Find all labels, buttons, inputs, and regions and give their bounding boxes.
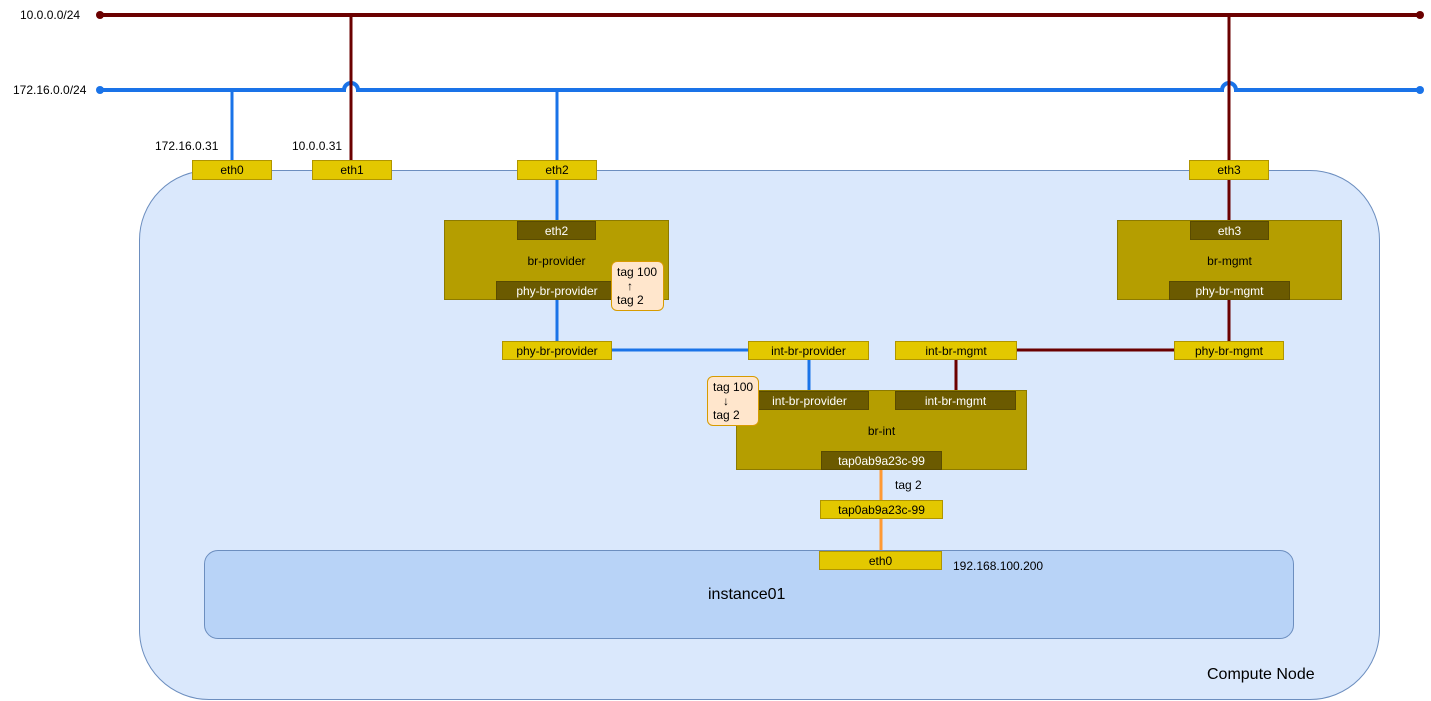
- br-provider-tag-note: tag 100 ↑ tag 2: [611, 261, 664, 311]
- instance-box[interactable]: [204, 550, 1294, 639]
- eth1-ip-label: 10.0.0.31: [292, 139, 343, 153]
- br-provider-tag-from: tag 100: [617, 265, 658, 279]
- compute-node-label: Compute Node: [1207, 666, 1315, 683]
- br-int-tag-from: tag 100: [713, 380, 754, 394]
- down-arrow-icon: ↓: [723, 394, 729, 408]
- br-provider-phy-port[interactable]: phy-br-provider: [496, 281, 618, 300]
- instance-ip-label: 192.168.100.200: [953, 559, 1044, 573]
- instance-eth0-port[interactable]: eth0: [819, 551, 942, 570]
- br-provider-label: br-provider: [527, 254, 586, 268]
- int-br-mgmt-port[interactable]: int-br-mgmt: [895, 341, 1017, 360]
- br-mgmt-phy-port[interactable]: phy-br-mgmt: [1169, 281, 1290, 300]
- instance-label: instance01: [708, 586, 786, 603]
- phy-br-provider-port[interactable]: phy-br-provider: [502, 341, 612, 360]
- eth2-port[interactable]: eth2: [517, 160, 597, 180]
- br-int-label: br-int: [867, 424, 896, 438]
- tap-port[interactable]: tap0ab9a23c-99: [820, 500, 943, 519]
- br-provider-eth2-port[interactable]: eth2: [517, 221, 596, 240]
- eth0-ip-label: 172.16.0.31: [155, 139, 219, 153]
- mgmt-network-end-left: [96, 11, 104, 19]
- eth0-port[interactable]: eth0: [192, 160, 272, 180]
- mgmt-network-label: 10.0.0.0/24: [20, 8, 81, 22]
- phy-br-mgmt-port[interactable]: phy-br-mgmt: [1174, 341, 1284, 360]
- tap-tag-label: tag 2: [895, 478, 922, 492]
- provider-network-line: [100, 81, 1420, 92]
- br-mgmt-label: br-mgmt: [1207, 254, 1252, 268]
- provider-network-end-right: [1416, 86, 1424, 94]
- mgmt-network-end-right: [1416, 11, 1424, 19]
- br-int-provider-port[interactable]: int-br-provider: [750, 391, 869, 410]
- up-arrow-icon: ↑: [627, 279, 633, 293]
- int-br-provider-port[interactable]: int-br-provider: [748, 341, 869, 360]
- br-mgmt-eth3-port[interactable]: eth3: [1190, 221, 1269, 240]
- br-provider-tag-to: tag 2: [617, 293, 644, 307]
- provider-network-label: 172.16.0.0/24: [13, 83, 87, 97]
- provider-network-end-left: [96, 86, 104, 94]
- br-int-tag-note: tag 100 ↓ tag 2: [707, 376, 759, 426]
- br-int-tap-port[interactable]: tap0ab9a23c-99: [821, 451, 942, 470]
- br-int-tag-to: tag 2: [713, 408, 740, 422]
- eth1-port[interactable]: eth1: [312, 160, 392, 180]
- br-int-mgmt-port[interactable]: int-br-mgmt: [895, 391, 1016, 410]
- eth3-port[interactable]: eth3: [1189, 160, 1269, 180]
